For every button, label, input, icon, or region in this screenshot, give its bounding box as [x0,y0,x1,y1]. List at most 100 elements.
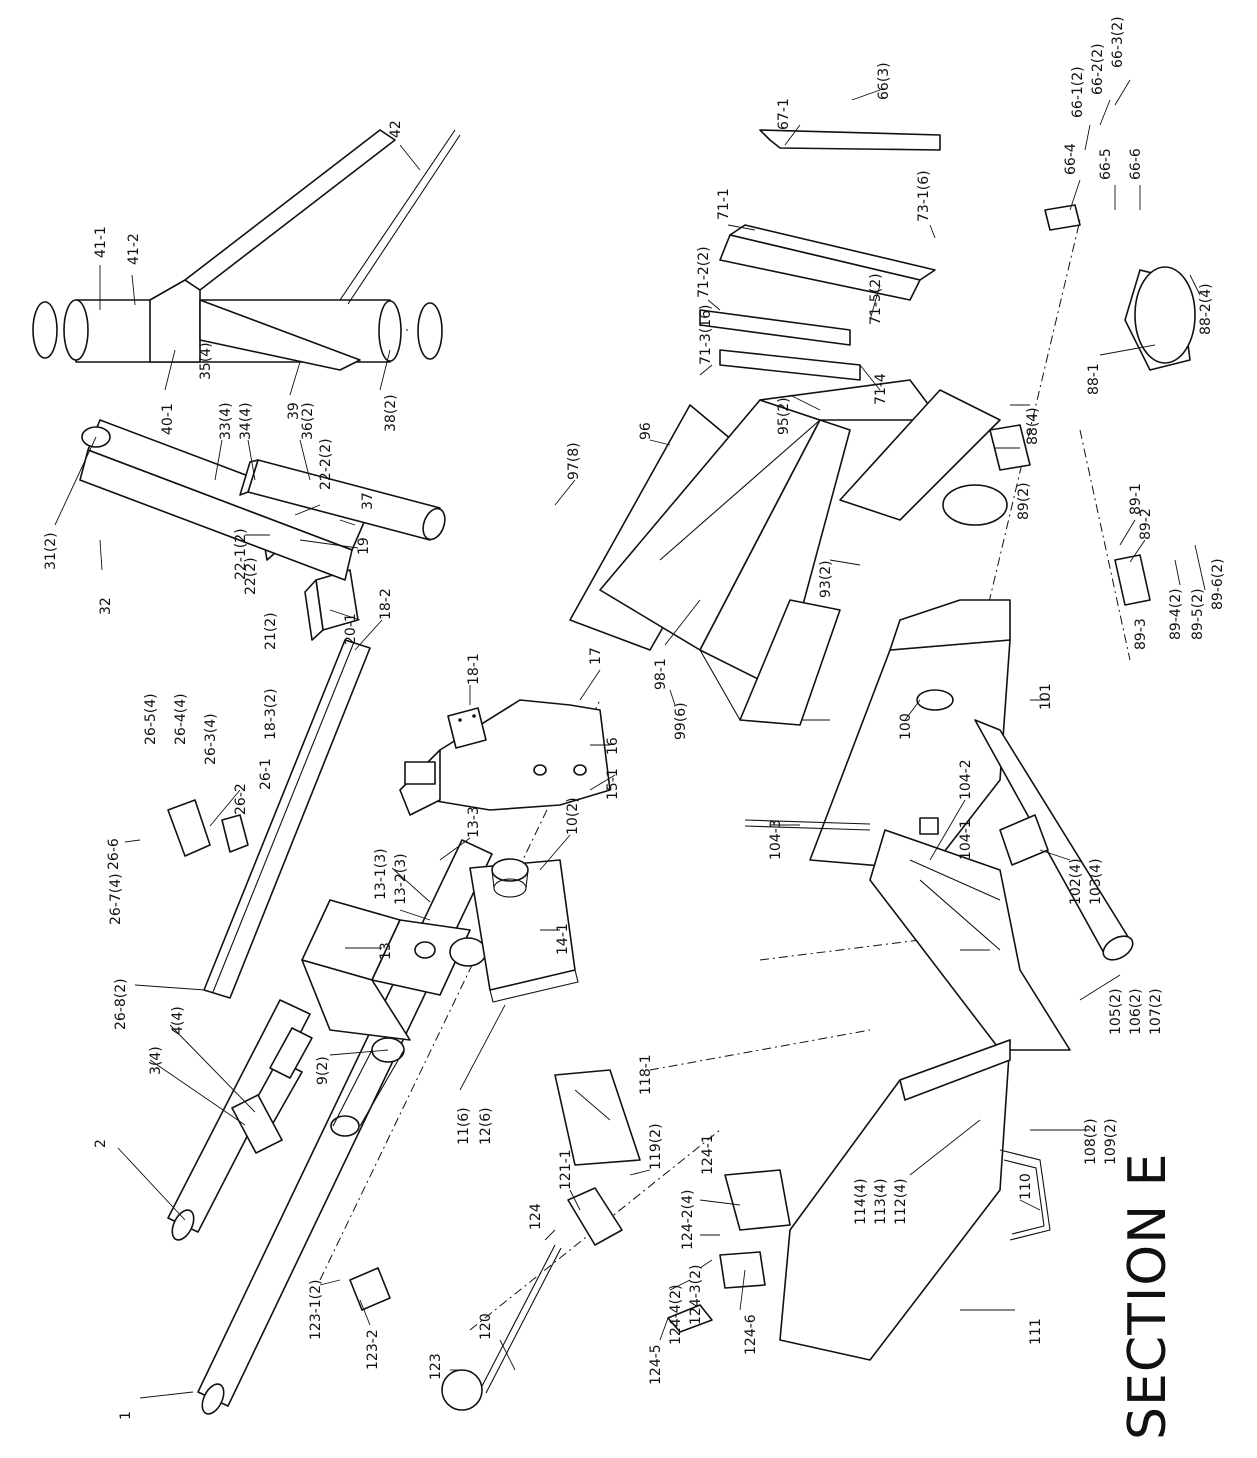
callout-114: 114(4) [853,1178,869,1225]
part-123-knob [441,1369,483,1411]
callout-33: 33(4) [218,402,234,440]
callout-95: 95(2) [776,397,792,435]
part-89-bracket [989,424,1031,471]
part-66-4-bracket [1044,204,1081,231]
part-42-rod [339,129,461,305]
callout-66-3: 66-3(2) [1110,16,1126,68]
part-20-1-block [304,569,359,641]
callout-124: 124 [528,1203,544,1230]
part-15-1-arm [399,699,611,816]
part-67-1-plate [759,129,941,151]
callout-26-4: 26-4(4) [173,693,189,745]
callout-31: 31(2) [43,532,59,570]
callout-96: 96 [638,422,654,440]
callout-71-1: 71-1 [716,188,732,220]
callout-38: 38(2) [383,394,399,432]
callout-104-3: 104-3 [768,819,784,860]
callout-109: 109(2) [1103,1118,1119,1165]
callout-13-3: 13-3 [466,806,482,838]
callout-106: 106(2) [1128,988,1144,1035]
callout-124-4: 124-4(2) [668,1284,684,1345]
callout-32: 32 [98,597,114,615]
callout-124-6: 124-6 [743,1314,759,1355]
callout-66-5: 66-5 [1098,148,1114,180]
part-18-2-rail [203,639,371,999]
callout-89-5: 89-5(2) [1190,588,1206,640]
callout-71-5: 71-5(2) [868,273,884,325]
callout-108: 108(2) [1083,1118,1099,1165]
callout-39: 39 [286,402,302,420]
callout-18-3: 18-3(2) [263,688,279,740]
part-37-cylinder [239,459,446,541]
part-71-2-plates [699,309,861,381]
callout-89-3: 89-3 [1133,618,1149,650]
callout-66-2: 66-2(2) [1090,43,1106,95]
callout-13: 13 [378,942,394,960]
part-124-1-block [724,1169,791,1231]
part-124-5-handle [667,1304,713,1333]
part-38-caps [32,301,443,360]
callout-14-1: 14-1 [555,923,571,955]
part-104-3-rod [744,817,939,835]
callout-120: 120 [478,1313,494,1340]
callout-107: 107(2) [1148,988,1164,1035]
callout-89-4: 89-4(2) [1168,588,1184,640]
callout-19: 19 [356,537,372,555]
callout-26-3: 26-3(4) [203,713,219,765]
part-32-column [79,419,366,581]
callout-15-1: 15-1 [605,768,621,800]
callout-66-4: 66-4 [1063,143,1079,175]
callout-66-6: 66-6 [1128,148,1144,180]
callout-124-3: 124-3(2) [688,1264,704,1325]
callout-99: 99(6) [673,702,689,740]
part-98-1-frame [599,379,941,726]
callout-20-1: 20-1 [343,613,359,645]
callout-21: 21(2) [263,612,279,650]
section-title: SECTION E [1118,1153,1178,1440]
callout-3: 3(4) [148,1046,164,1075]
callout-124-5: 124-5 [648,1344,664,1385]
callout-111: 111 [1028,1318,1044,1345]
part-40-1-bracket [149,129,396,371]
part-26-2-bracket [167,799,249,857]
callout-98-1: 98-1 [653,658,669,690]
callout-2: 2 [93,1139,109,1148]
part-121-1-block [567,1187,623,1246]
callout-88: 88(4) [1025,407,1041,445]
part-118-1-plate [554,1069,641,1166]
part-123-2-block [349,1267,391,1311]
part-101-tube [974,719,1134,961]
callout-124-2: 124-2(4) [680,1189,696,1250]
callout-71-4: 71-4 [873,373,889,405]
callout-12: 12(6) [478,1107,494,1145]
callout-100: 100 [898,713,914,740]
callout-40-1: 40-1 [160,403,176,435]
callout-22-1: 22-1(2) [233,528,249,580]
callout-labels: 1 2 3(4) 4(4) 9(2) 10(2) 11(6) 12(6) 13 … [43,16,1226,1420]
callout-121-1: 121-1 [558,1149,574,1190]
part-88-1-cover [1124,266,1196,371]
callout-35: 35(4) [198,342,214,380]
callout-4: 4(4) [170,1006,186,1035]
callout-36: 36(2) [300,402,316,440]
callout-112: 112(4) [893,1178,909,1225]
callout-26-2: 26-2 [233,783,249,815]
callout-71-2: 71-2(2) [696,246,712,298]
part-71-1-rail [719,224,936,301]
callout-22: 22(2) [243,557,259,595]
callout-123: 123 [428,1353,444,1380]
callout-26-8: 26-8(2) [113,978,129,1030]
callout-1: 1 [118,1411,134,1420]
callout-89-1: 89-1 [1128,483,1144,515]
callout-42: 42 [388,120,404,138]
part-disc [942,484,1008,526]
callout-89-6: 89-6(2) [1210,558,1226,610]
cylinder-flange [231,1027,313,1154]
callout-110: 110 [1018,1173,1034,1200]
callout-89: 89(2) [1016,482,1032,520]
part-bushing-center [491,858,529,898]
callout-66: 66(3) [876,62,892,100]
part-111-tray [779,1039,1011,1361]
